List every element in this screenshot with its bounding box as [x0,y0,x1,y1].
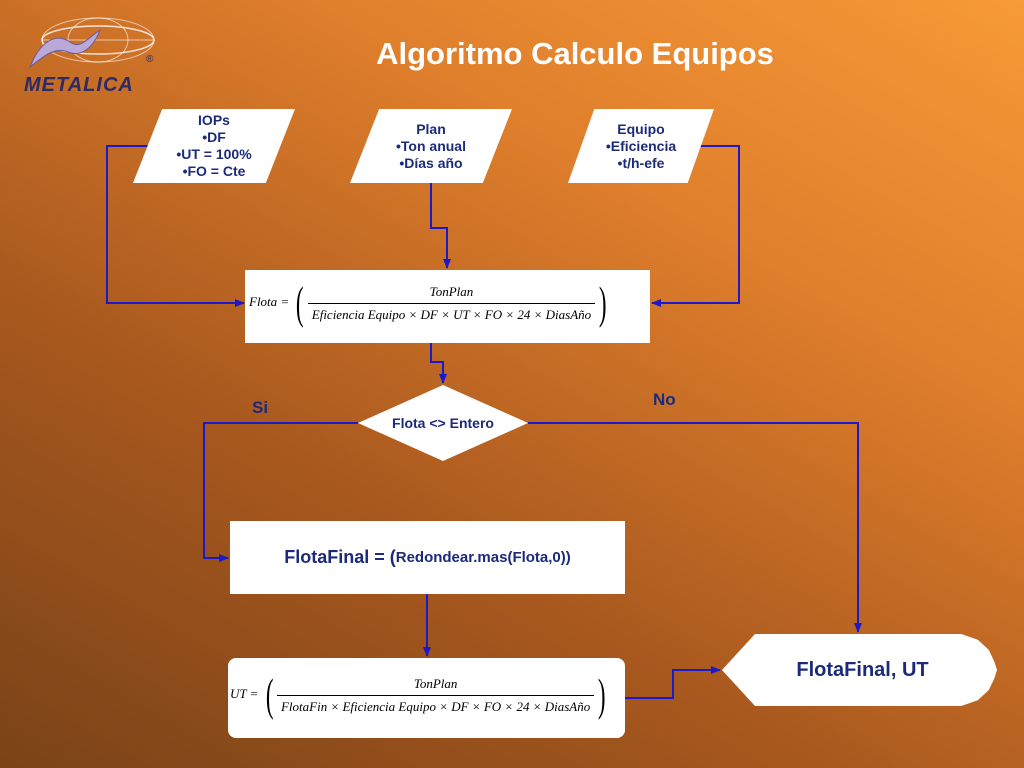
iops-line-1: IOPs [198,112,230,128]
formula-ut-numerator: TonPlan [413,675,458,691]
formula-flota-lhs: Flota = [249,293,290,309]
plan-line-1: Plan [416,120,446,137]
metalica-logo: ® METALICA [10,12,160,96]
left-paren: ( [296,277,304,328]
input-iops: IOPs •DF •UT = 100% •FO = Cte [133,109,295,183]
arrow-yes-to-finalcalc [203,422,358,562]
plan-line-3: •Días año [399,154,463,171]
formula-ut-lhs: UT = [230,685,259,701]
plan-line-2: •Ton anual [396,137,466,154]
iops-line-3: •UT = 100% [176,146,252,162]
formula-ut-denominator: FlotaFin × Eficiencia Equipo × DF × FO ×… [276,694,595,715]
equipo-line-3: •t/h-efe [617,154,665,171]
input-plan: Plan •Ton anual •Días año [350,109,512,183]
flotafinal-calc-box: FlotaFinal = (Redondear.mas(Flota,0)) [230,521,625,594]
globe-swoosh-icon [28,17,155,69]
arrow-formula2-to-output [625,666,721,699]
label-no: No [653,390,676,409]
iops-line-2: •DF [202,129,226,145]
registered-mark: ® [146,54,154,65]
output-flotafinal-ut: FlotaFinal, UT [722,634,997,706]
equipo-line-1: Equipo [617,120,665,137]
output-text: FlotaFinal, UT [796,658,929,681]
iops-line-4: •FO = Cte [182,163,246,179]
flotafinal-func: Redondear.mas(Flota,0)) [395,549,571,566]
formula-flota-denominator: Eficiencia Equipo × DF × UT × FO × 24 × … [307,302,596,323]
page-title: Algoritmo Calculo Equipos [376,36,774,71]
label-si: Si [252,398,269,417]
arrow-no-to-output [528,422,862,633]
equipo-line-2: •Eficiencia [605,137,677,154]
logo-text: METALICA [24,74,134,96]
formula-flota-numerator: TonPlan [429,283,474,299]
decision-text: Flota <> Entero [392,415,494,431]
right-paren: ) [598,669,606,720]
flotafinal-prefix: FlotaFinal = ( [284,547,396,567]
arrow-formula-to-decision [430,343,447,384]
input-equipo: Equipo •Eficiencia •t/h-efe [568,109,714,183]
right-paren: ) [599,277,607,328]
arrow-iops-to-formula [106,145,245,307]
arrow-equipo-to-formula [651,145,740,307]
arrow-plan-to-formula [430,183,451,269]
left-paren: ( [265,669,274,720]
